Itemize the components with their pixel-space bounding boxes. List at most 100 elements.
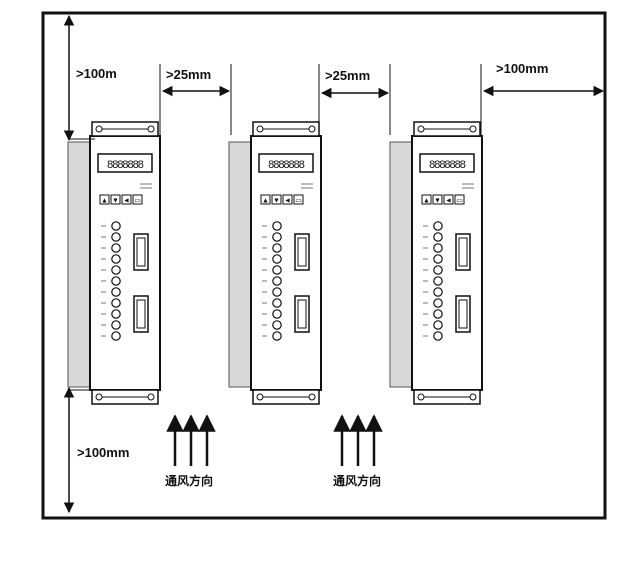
drive-connector-upper-inner [297,237,307,267]
gap-left-label: >25mm [166,67,211,82]
cabinet-frame [41,11,607,520]
drive-key [132,194,143,205]
drive-key [110,194,121,205]
drive-terminal [272,232,282,242]
drive-side-panel [389,141,413,388]
gap-middle-label: >25mm [325,68,370,83]
drive-bottom-screw [95,393,103,401]
drive-key-glyph: ▼ [434,198,441,205]
drive-terminal [433,276,443,286]
drive-display [258,153,314,173]
airflow-right-label: 通风方向 [333,473,381,488]
top-clearance-label: >100m [76,66,117,81]
drive-terminal [111,221,121,231]
drive-terminal [433,320,443,330]
drive-terminal [272,287,282,297]
drive-terminal [111,287,121,297]
drive-terminal [111,331,121,341]
drive-display-digits: 8888888 [429,159,466,171]
drive-terminal [272,331,282,341]
drive-key-glyph: ▭ [456,198,463,205]
drive-key-glyph: ◄ [445,198,452,205]
drive-key [432,194,443,205]
drive-terminal [433,309,443,319]
drive-terminal [272,309,282,319]
drive-key [282,194,293,205]
drive-terminal [433,298,443,308]
drive-terminal [433,287,443,297]
servo-drive-3: 8888888 ▲ ▼ ◄ ▭ [389,121,483,405]
drive-terminal [433,265,443,275]
drive-key [443,194,454,205]
drive-body [411,135,483,391]
drive-key [99,194,110,205]
drive-side-panel [67,141,91,388]
drive-key-glyph: ◄ [284,198,291,205]
drive-bottom-screw [256,393,264,401]
drive-terminal [272,276,282,286]
drive-terminal [272,221,282,231]
drive-display [419,153,475,173]
drive-terminal [433,254,443,264]
drive-key-glyph: ▲ [101,198,108,205]
drives-group: 8888888▲▼◄▭8888888▲▼◄▭8888888▲▼◄▭ [67,121,483,405]
drive-terminal [111,254,121,264]
drive-terminal [272,265,282,275]
drive-key [454,194,465,205]
drive-key-glyph: ▼ [273,198,280,205]
drive-display-digits: 8888888 [268,159,305,171]
drive-key-glyph: ▲ [262,198,269,205]
drive-key-glyph: ▭ [134,198,141,205]
bottom-clearance-label: >100mm [77,445,129,460]
servo-drive-1: 8888888▲▼◄▭ [67,121,161,405]
drive-terminal [433,243,443,253]
drive-connector-upper-inner [458,237,468,267]
drive-display [97,153,153,173]
drive-terminal [111,276,121,286]
drive-connector-upper-inner [136,237,146,267]
drive-connector-lower-inner [297,299,307,329]
drive-key-glyph: ▲ [423,198,430,205]
drive-top-screw [147,125,155,133]
drive-key [260,194,271,205]
drive-bottom-screw [308,393,316,401]
servo-drive-2: 8888888 ▲ ▼ ◄ ▭ [228,121,322,405]
drive-terminal [111,265,121,275]
drive-terminal [272,320,282,330]
drive-key [271,194,282,205]
drive-terminal [111,298,121,308]
drive-key [421,194,432,205]
drive-bottom-screw [417,393,425,401]
drive-connector-lower-inner [458,299,468,329]
drive-body [250,135,322,391]
drive-connector-lower-inner [136,299,146,329]
drive-terminal [111,232,121,242]
drive-key [121,194,132,205]
drive-bottom-screw [147,393,155,401]
drive-key-glyph: ◄ [123,198,130,205]
drive-terminal [272,298,282,308]
drive-terminal [272,254,282,264]
drive-terminal [272,243,282,253]
drive-bottom-screw [469,393,477,401]
drive-top-screw [256,125,264,133]
right-clearance-label: >100mm [496,61,548,76]
drive-body [89,135,161,391]
drive-top-screw [469,125,477,133]
drive-terminal [111,309,121,319]
drive-terminal [433,221,443,231]
airflow-arrows-group [166,414,383,466]
drive-top-screw [417,125,425,133]
drive-key [293,194,304,205]
drive-display-digits: 8888888 [107,159,144,171]
airflow-left-label: 通风方向 [165,473,213,488]
drive-key-glyph: ▭ [295,198,302,205]
drive-terminal [111,243,121,253]
drive-terminal [433,331,443,341]
drive-top-screw [308,125,316,133]
drive-terminal [111,320,121,330]
drive-side-panel [228,141,252,388]
drive-terminal [433,232,443,242]
